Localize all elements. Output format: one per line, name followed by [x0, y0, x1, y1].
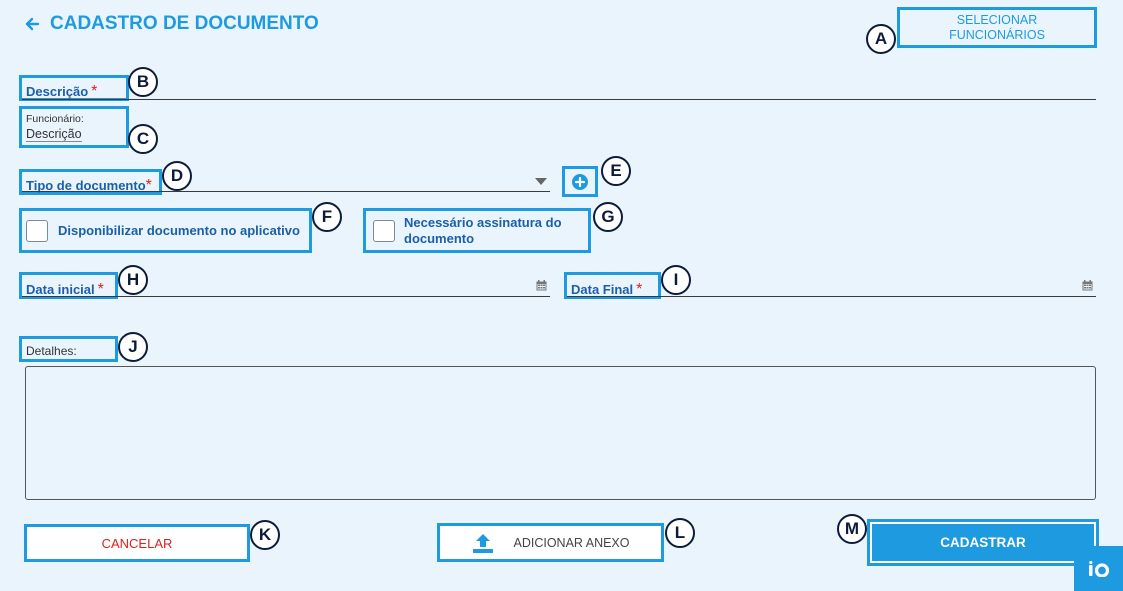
chat-logo-icon: [1089, 560, 1110, 577]
callout-a: A: [866, 24, 896, 54]
signature-required-label: Necessário assinatura do documento: [404, 214, 562, 246]
description-field-label: Descrição*: [19, 75, 129, 101]
end-date-input-underline[interactable]: [567, 296, 1096, 297]
start-date-label: Data inicial*: [19, 272, 118, 299]
make-available-option[interactable]: Disponibilizar documento no aplicativo: [19, 208, 312, 253]
employee-field[interactable]: Funcionário: Descrição: [19, 106, 129, 148]
cancel-button-label: CANCELAR: [101, 535, 173, 551]
page-title: CADASTRO DE DOCUMENTO: [50, 13, 319, 34]
details-label: Detalhes:: [19, 336, 118, 362]
select-employees-button[interactable]: SELECIONAR FUNCIONÁRIOS: [897, 7, 1097, 48]
make-available-label: Disponibilizar documento no aplicativo: [58, 223, 300, 238]
callout-l: L: [665, 518, 695, 548]
callout-g: G: [593, 202, 623, 232]
calendar-icon[interactable]: [536, 280, 547, 291]
start-date-input-underline[interactable]: [22, 296, 550, 297]
chat-widget-button[interactable]: [1074, 546, 1123, 591]
callout-c: C: [128, 124, 158, 154]
employee-value: Descrição: [26, 127, 82, 142]
plus-circle-icon: [572, 173, 588, 190]
upload-icon: [472, 533, 493, 553]
callout-b: B: [128, 67, 158, 97]
add-attachment-button[interactable]: ADICIONAR ANEXO: [437, 523, 664, 562]
document-type-select-underline[interactable]: [22, 191, 550, 192]
make-available-checkbox[interactable]: [26, 219, 48, 242]
select-employees-label-line2: FUNCIONÁRIOS: [949, 27, 1045, 42]
document-type-label: Tipo de documento*: [19, 169, 162, 195]
back-button[interactable]: [24, 14, 42, 34]
cancel-button[interactable]: CANCELAR: [24, 524, 250, 562]
description-input-underline[interactable]: [22, 99, 1096, 100]
submit-button[interactable]: CADASTRAR: [867, 519, 1099, 566]
callout-m: M: [837, 514, 867, 544]
callout-d: D: [162, 161, 192, 191]
select-employees-label-line1: SELECIONAR: [956, 12, 1038, 27]
signature-required-checkbox[interactable]: [373, 219, 395, 242]
signature-required-option[interactable]: Necessário assinatura do documento: [363, 208, 591, 253]
end-date-label: Data Final*: [564, 272, 661, 299]
callout-f: F: [312, 202, 342, 232]
callout-h: H: [118, 265, 148, 295]
details-textarea[interactable]: [25, 366, 1096, 500]
callout-k: K: [250, 520, 280, 550]
add-document-type-button[interactable]: [562, 166, 598, 197]
employee-caption: Funcionário:: [26, 113, 84, 125]
arrow-left-icon: [25, 17, 40, 31]
required-mark: *: [91, 83, 98, 100]
add-attachment-label: ADICIONAR ANEXO: [513, 535, 630, 550]
calendar-icon[interactable]: [1082, 280, 1093, 291]
submit-button-label: CADASTRAR: [940, 535, 1026, 550]
callout-j: J: [118, 332, 148, 362]
callout-e: E: [601, 156, 631, 186]
callout-i: I: [661, 265, 691, 295]
chevron-down-icon[interactable]: [535, 178, 547, 186]
